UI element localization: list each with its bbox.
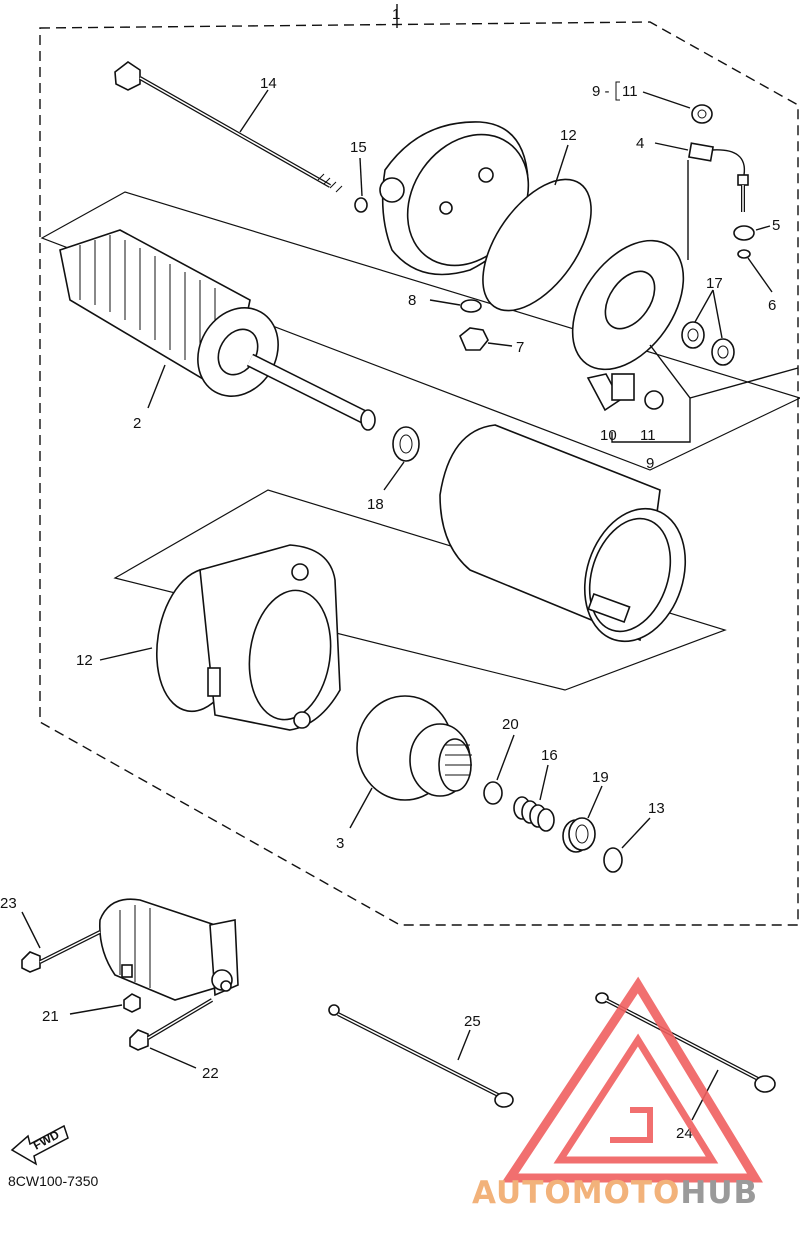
leader-19 (587, 785, 603, 819)
starter-motor-assembly-part (98, 898, 239, 1001)
leader-12a (554, 144, 569, 186)
leader-9-11 (642, 91, 691, 109)
brush-plate-part (571, 239, 685, 371)
callout-9-11: 9 - (592, 83, 610, 100)
leader-14 (239, 89, 269, 133)
upper-plane-outline (40, 191, 800, 471)
spring-part (513, 796, 555, 832)
bolt-22-part (129, 998, 214, 1051)
cable-24-part (595, 992, 776, 1093)
watermark-text: AUTOMOTOHUB (472, 1175, 758, 1211)
leader-6 (747, 257, 773, 293)
callout-6: 6 (768, 297, 776, 314)
assembly-boundary (39, 21, 799, 926)
yoke-housing-part (439, 424, 687, 643)
o-ring-6-part (737, 249, 751, 259)
front-cover-part (155, 544, 341, 731)
watermark-text-part1: AUTOMOTO (472, 1175, 680, 1211)
leader-20 (496, 734, 515, 781)
callout-7: 7 (516, 339, 524, 356)
bracket-9-11 (615, 81, 620, 101)
callout-4: 4 (636, 135, 644, 152)
callout-13: 13 (648, 800, 665, 817)
callout-1: 1 (392, 6, 400, 23)
callout-24: 24 (676, 1125, 693, 1142)
callout-25: 25 (464, 1013, 481, 1030)
nut-21-part (123, 993, 141, 1013)
washer-17b-part (711, 338, 735, 366)
callout-20: 20 (502, 716, 519, 733)
leader-5 (755, 225, 771, 231)
callout-21: 21 (42, 1008, 59, 1025)
bracket-9 (611, 344, 691, 443)
collar-19-part (562, 817, 596, 853)
diagram-code: 8CW100-7350 (8, 1173, 98, 1189)
leader-13 (621, 817, 651, 849)
callout-16: 16 (541, 747, 558, 764)
leader-2 (147, 364, 166, 409)
callout-11: 11 (640, 427, 656, 444)
leader-12b (99, 647, 153, 661)
cable-25-part (328, 1004, 514, 1108)
leader-22 (149, 1047, 197, 1069)
callout-8: 8 (408, 292, 416, 309)
leader-7 (487, 342, 513, 347)
leader-3 (349, 787, 373, 829)
callout-23: 23 (0, 895, 17, 912)
callout-12b: 12 (76, 652, 93, 669)
leader-16 (539, 764, 549, 801)
callout-3: 3 (336, 835, 344, 852)
watermark-text-part2: HUB (680, 1175, 758, 1211)
leader-18 (383, 461, 405, 491)
forward-arrow-icon: FWD (10, 1124, 69, 1166)
callout-14: 14 (260, 75, 277, 92)
leader-23 (21, 911, 41, 949)
leader-8 (429, 299, 461, 306)
callout-19: 19 (592, 769, 609, 786)
washer-8-part (460, 299, 482, 313)
armature-part (59, 229, 376, 431)
leader-21 (69, 1004, 123, 1015)
leader-25 (457, 1029, 471, 1061)
pinion-clutch-part (356, 695, 472, 801)
callout-11b: 11 (622, 83, 638, 100)
watermark-logo (501, 976, 763, 1183)
callout-18: 18 (367, 496, 384, 513)
callout-5: 5 (772, 217, 780, 234)
callout-15: 15 (350, 139, 367, 156)
washer-17a-part (681, 321, 705, 349)
o-ring-part (354, 197, 368, 213)
circlip-13-part (603, 847, 623, 873)
callout-10: 10 (600, 427, 617, 444)
callout-9: 9 (646, 455, 654, 472)
circlip-20-part (483, 781, 503, 805)
brush-holder-part (586, 373, 664, 412)
brush-lead-part (688, 142, 749, 212)
through-bolt-part (114, 61, 343, 193)
callout-2: 2 (133, 415, 141, 432)
leader-15 (359, 157, 363, 197)
bolt-23-part (21, 930, 101, 973)
leader-17a (694, 289, 714, 323)
callout-22: 22 (202, 1065, 219, 1082)
washer-18-part (392, 426, 420, 462)
gasket-upper-part (482, 178, 592, 312)
nut-7-part (459, 327, 489, 351)
leader-4 (654, 142, 689, 151)
lower-plane-outline (113, 489, 727, 691)
washer-5-part (733, 225, 755, 241)
rear-cover-part (379, 121, 530, 276)
bracket-9-ext (689, 367, 799, 399)
leader-17b (712, 289, 723, 339)
brush-holder-screw-part (691, 104, 713, 124)
callout-17: 17 (706, 275, 723, 292)
callout-12a: 12 (560, 127, 577, 144)
